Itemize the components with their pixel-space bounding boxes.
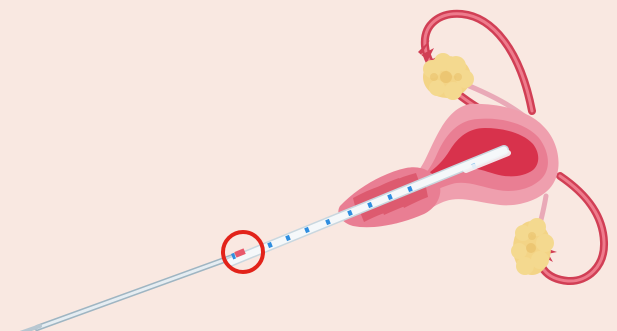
illustration-canvas (0, 0, 617, 331)
uterus-catheter-illustration (0, 0, 617, 331)
